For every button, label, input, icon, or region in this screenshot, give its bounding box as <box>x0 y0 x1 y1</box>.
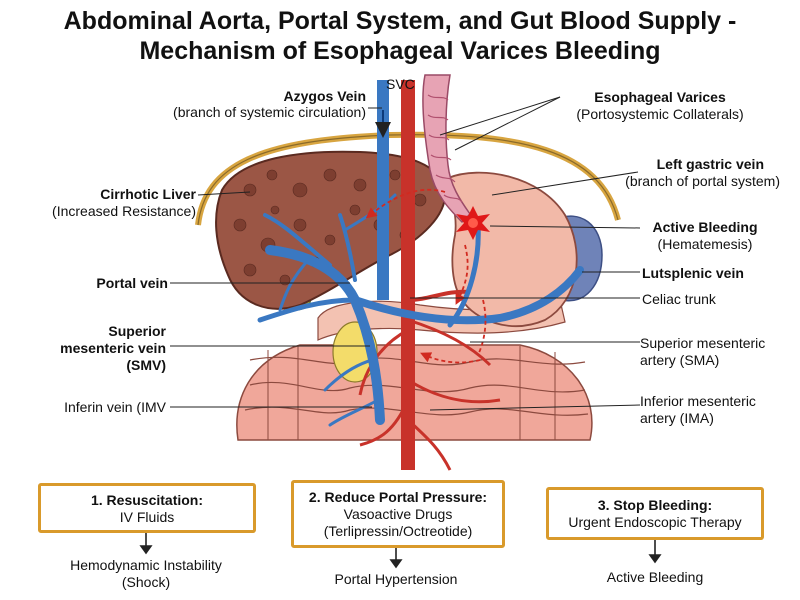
step-box-resuscitation: 1. Resuscitation: IV Fluids <box>38 483 256 533</box>
outcome-resuscitation-line2: (Shock) <box>121 574 171 590</box>
ima-label-line1: Inferior mesenteric <box>640 393 756 409</box>
liver-label-title: Cirrhotic Liver <box>100 186 196 202</box>
imv-label: Inferin vein (IMV <box>64 399 166 415</box>
sma-label-line2: artery (SMA) <box>640 352 720 368</box>
step-sub: IV Fluids <box>119 509 175 525</box>
smv-label-line1: Superior <box>108 323 166 339</box>
splenic-vein <box>351 266 584 325</box>
step-arrows <box>139 532 662 569</box>
step-sub: (Terlipressin/Octreotide) <box>323 523 473 539</box>
varices-label-title: Esophageal Varices <box>594 89 726 105</box>
smv-label-line2: mesenteric vein <box>60 340 166 356</box>
page-title-line2: Mechanism of Esophageal Varices Bleeding <box>139 37 661 65</box>
step-heading: 1. Resuscitation: <box>90 492 204 508</box>
left-gastric-label-title: Left gastric vein <box>656 156 764 172</box>
page-title-line1: Abdominal Aorta, Portal System, and Gut … <box>63 7 737 35</box>
step-box-reduce-portal-pressure: 2. Reduce Portal Pressure: Vasoactive Dr… <box>291 480 505 548</box>
sma-label-line1: Superior mesenteric <box>640 335 766 351</box>
portal-vein-label: Portal vein <box>96 275 168 291</box>
step-sub: Urgent Endoscopic Therapy <box>568 514 742 530</box>
bleeding-label-sub: (Hematemesis) <box>657 236 753 252</box>
azygos-label-title: Azygos Vein <box>283 88 366 104</box>
ima-label-line2: artery (IMA) <box>640 410 714 426</box>
svc-label: SVC <box>386 76 415 92</box>
step-box-stop-bleeding: 3. Stop Bleeding: Urgent Endoscopic Ther… <box>546 487 764 540</box>
smv-label-line3: (SMV) <box>126 357 166 373</box>
outcome-portal-hypertension: Portal Hypertension <box>334 571 458 587</box>
splenic-vein-label: Lutsplenic vein <box>642 265 744 281</box>
step-sub: Vasoactive Drugs <box>343 506 453 522</box>
stomach <box>447 171 578 327</box>
step-heading: 2. Reduce Portal Pressure: <box>308 489 488 505</box>
varices-label-sub: (Portosystemic Collaterals) <box>576 106 744 122</box>
bleeding-star <box>456 206 490 240</box>
azygos-label-sub: (branch of systemic circulation) <box>173 104 366 120</box>
left-gastric-label-sub: (branch of portal system) <box>625 173 780 189</box>
liver-label-sub: (Increased Resistance) <box>52 203 196 219</box>
outcome-active-bleeding: Active Bleeding <box>606 569 704 585</box>
outcome-resuscitation-line1: Hemodynamic Instability <box>70 557 222 573</box>
bleeding-label-title: Active Bleeding <box>652 219 758 235</box>
step-heading: 3. Stop Bleeding: <box>597 497 713 513</box>
celiac-trunk-label: Celiac trunk <box>642 291 716 307</box>
